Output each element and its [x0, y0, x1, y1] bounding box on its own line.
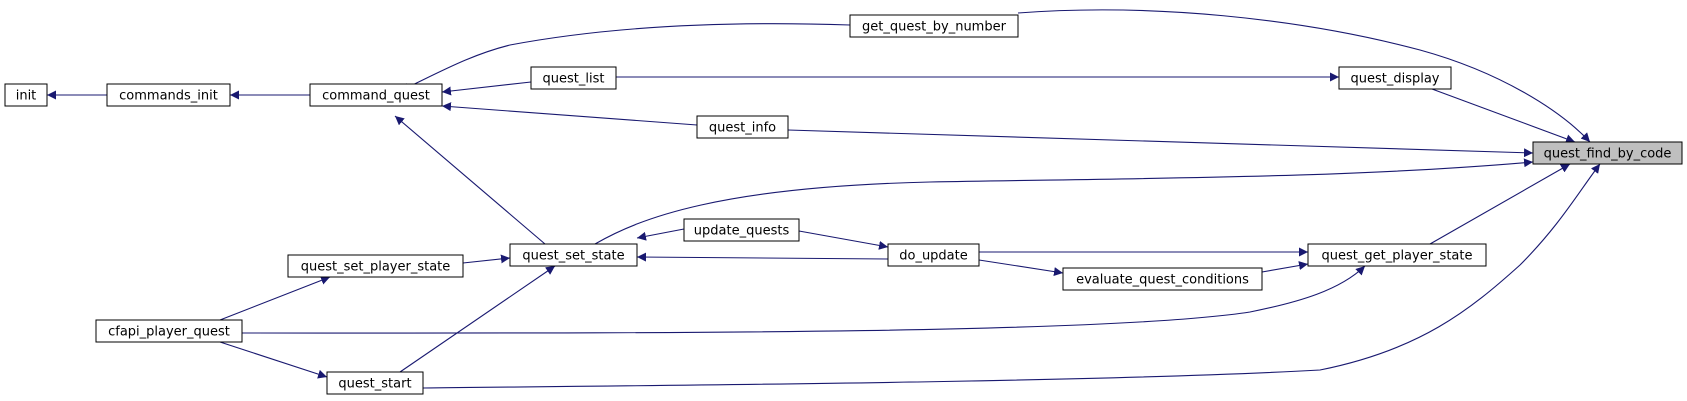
edge-quest-info-to-quest-find-by-code	[787, 129, 1534, 158]
nodes: init commands_init command_quest get_que…	[4, 14, 1683, 395]
edge-quest-display-to-quest-find-by-code	[1431, 88, 1576, 144]
edges	[47, 9, 1601, 389]
edge-quest-start-to-quest-set-state	[399, 265, 556, 373]
edge-do-update-to-evaluate-quest-conditions	[978, 259, 1064, 277]
node-label-init: init	[16, 89, 37, 104]
node-label-update-quests: update_quests	[694, 224, 790, 239]
node-label-quest-display: quest_display	[1350, 72, 1439, 87]
edge-command-quest-to-get-quest-by-number	[399, 23, 851, 92]
edge-command-quest-to-quest-set-state	[394, 115, 546, 245]
edge-cfapi-player-quest-to-quest-get-player-state	[241, 265, 1366, 334]
node-label-command-quest: command_quest	[322, 89, 430, 104]
node-label-get-quest-by-number: get_quest_by_number	[862, 20, 1007, 35]
node-cfapi-player-quest[interactable]: cfapi_player_quest	[95, 319, 243, 343]
edge-command-quest-to-quest-info	[441, 102, 698, 126]
node-label-quest-find-by-code: quest_find_by_code	[1544, 147, 1672, 162]
node-quest-list[interactable]: quest_list	[530, 66, 617, 90]
node-label-quest-info: quest_info	[709, 121, 776, 136]
node-do-update[interactable]: do_update	[887, 243, 980, 267]
node-label-quest-set-player-state: quest_set_player_state	[301, 260, 451, 275]
node-quest-find-by-code[interactable]: quest_find_by_code	[1532, 141, 1683, 165]
node-get-quest-by-number[interactable]: get_quest_by_number	[849, 14, 1019, 38]
node-evaluate-quest-conditions[interactable]: evaluate_quest_conditions	[1062, 267, 1263, 291]
edge-quest-set-player-state-to-quest-set-state	[462, 254, 511, 264]
node-quest-set-state[interactable]: quest_set_state	[509, 243, 638, 267]
edge-do-update-to-quest-set-state	[636, 252, 889, 262]
node-update-quests[interactable]: update_quests	[683, 218, 800, 242]
node-command-quest[interactable]: command_quest	[309, 83, 443, 107]
node-label-quest-start: quest_start	[338, 377, 411, 392]
node-label-quest-get-player-state: quest_get_player_state	[1321, 249, 1472, 264]
edge-quest-start-to-quest-find-by-code	[422, 163, 1601, 389]
node-label-evaluate-quest-conditions: evaluate_quest_conditions	[1076, 273, 1249, 288]
edge-cfapi-player-quest-to-quest-start	[219, 341, 328, 379]
edge-command-quest-to-quest-list	[441, 81, 532, 96]
edge-get-quest-by-number-to-quest-find-by-code	[1017, 9, 1591, 143]
edge-quest-set-state-to-quest-find-by-code	[594, 158, 1534, 245]
node-label-do-update: do_update	[899, 249, 968, 264]
edge-evaluate-quest-conditions-to-quest-get-player-state	[1261, 261, 1309, 273]
node-label-quest-set-state: quest_set_state	[522, 249, 624, 264]
node-quest-start[interactable]: quest_start	[326, 371, 424, 395]
node-label-commands-init: commands_init	[119, 89, 218, 104]
node-quest-get-player-state[interactable]: quest_get_player_state	[1307, 243, 1487, 267]
node-init[interactable]: init	[4, 83, 48, 107]
edge-quest-set-state-to-update-quests	[636, 228, 685, 241]
edge-cfapi-player-quest-to-quest-set-player-state	[219, 276, 331, 321]
node-quest-info[interactable]: quest_info	[696, 115, 789, 139]
node-quest-set-player-state[interactable]: quest_set_player_state	[287, 254, 464, 278]
node-quest-display[interactable]: quest_display	[1338, 66, 1452, 90]
node-commands-init[interactable]: commands_init	[106, 83, 231, 107]
node-label-quest-list: quest_list	[543, 72, 605, 87]
edge-quest-get-player-state-to-quest-find-by-code	[1429, 163, 1571, 245]
node-label-cfapi-player-quest: cfapi_player_quest	[108, 325, 230, 340]
edge-update-quests-to-do-update	[798, 230, 889, 250]
